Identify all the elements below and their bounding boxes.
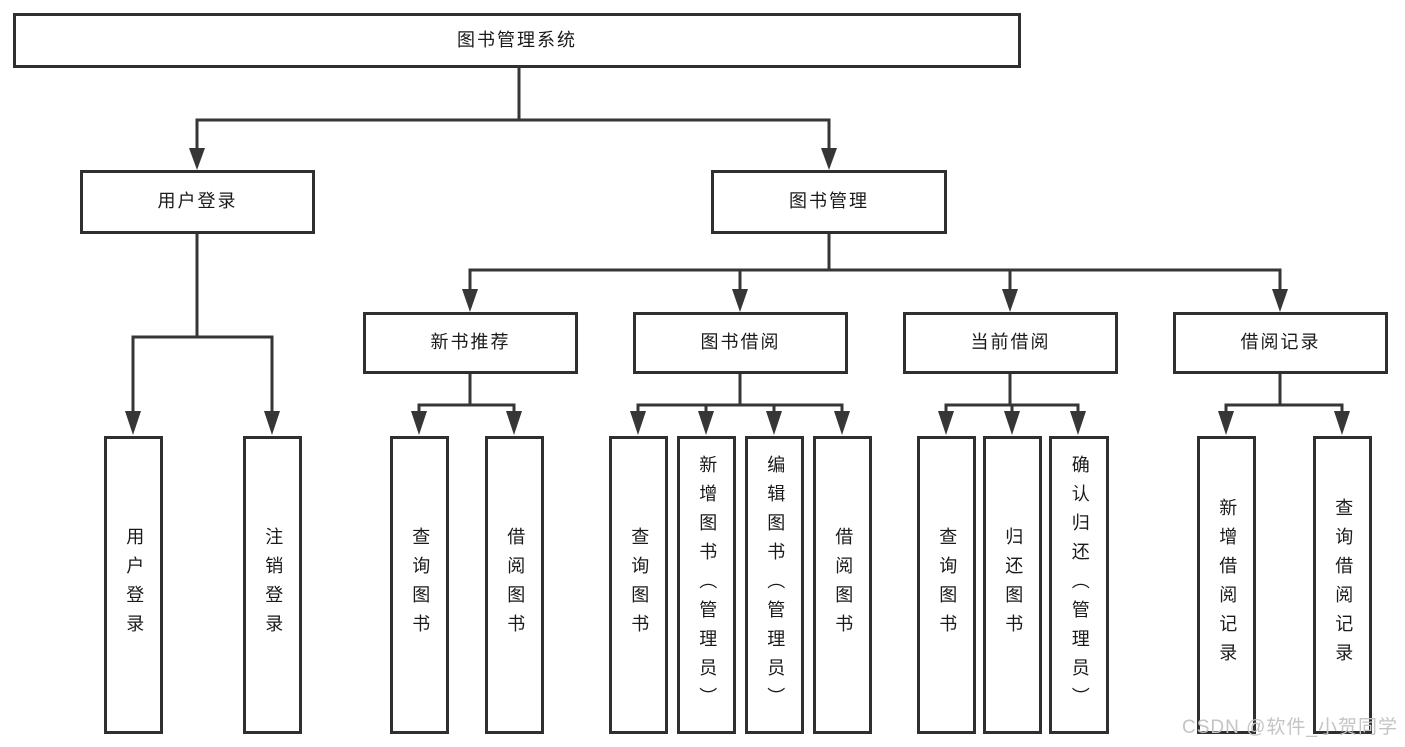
leaf-borrowing-borrow-books: 借阅图书 [813, 436, 872, 734]
leaf-borrowing-edit-books-admin: 编辑图书（管理员） [745, 436, 804, 734]
leaf-user-login: 用户登录 [104, 436, 163, 734]
node-borrowing-records: 借阅记录 [1173, 312, 1388, 374]
leaf-current-confirm-return-admin: 确认归还（管理员） [1049, 436, 1109, 734]
csdn-watermark: CSDN @软件_小贺同学 [1182, 717, 1398, 738]
node-user-login: 用户登录 [80, 170, 315, 234]
leaf-current-query-books: 查询图书 [917, 436, 976, 734]
leaf-logout-login: 注销登录 [243, 436, 302, 734]
node-root-system: 图书管理系统 [13, 13, 1021, 68]
leaf-records-add-borrow-record: 新增借阅记录 [1197, 436, 1256, 734]
node-book-borrowing: 图书借阅 [633, 312, 848, 374]
leaf-records-query-borrow-record: 查询借阅记录 [1313, 436, 1372, 734]
leaf-recommend-borrow-books: 借阅图书 [485, 436, 544, 734]
node-book-management: 图书管理 [711, 170, 947, 234]
leaf-borrowing-query-books: 查询图书 [609, 436, 668, 734]
leaf-current-return-books: 归还图书 [983, 436, 1042, 734]
node-current-borrowing: 当前借阅 [903, 312, 1118, 374]
leaf-borrowing-add-books-admin: 新增图书（管理员） [677, 436, 736, 734]
leaf-recommend-query-books: 查询图书 [390, 436, 449, 734]
node-new-book-recommendation: 新书推荐 [363, 312, 578, 374]
